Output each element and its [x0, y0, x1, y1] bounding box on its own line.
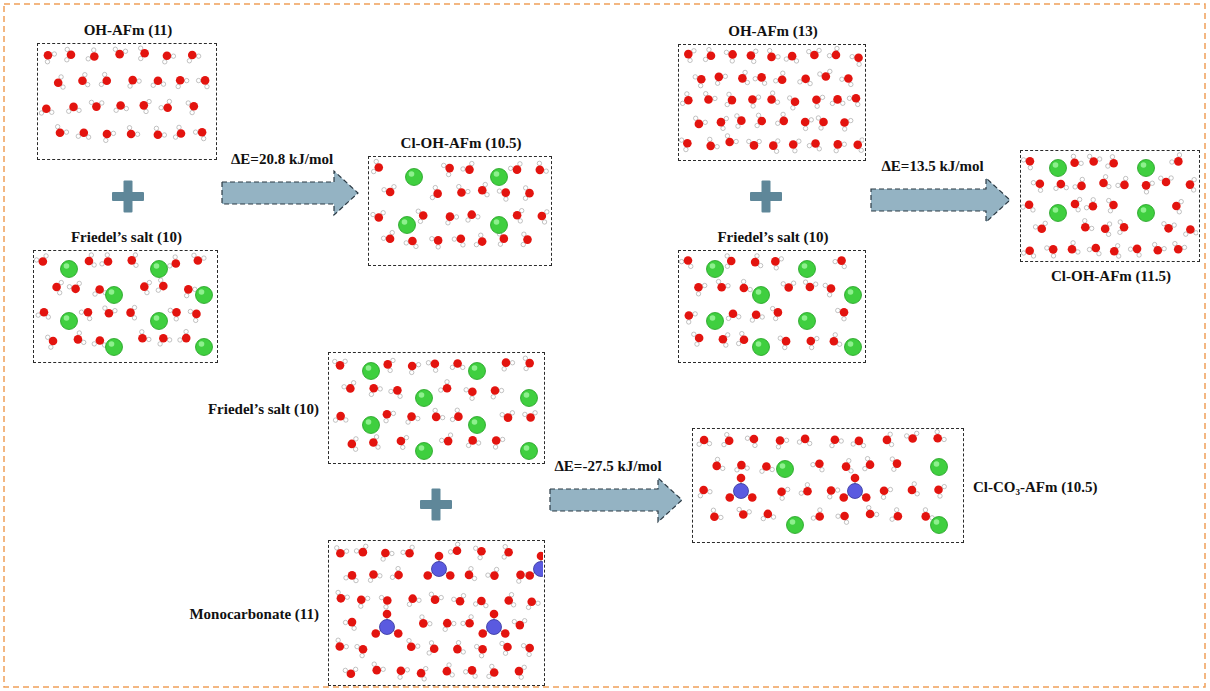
structure-box: Friedel’s salt (10) [328, 352, 545, 464]
structure-box: Friedel’s salt (10) [678, 250, 866, 363]
structure-box: Cl-OH-AFm (10.5) [368, 156, 552, 266]
reaction-arrow [222, 171, 358, 215]
structure-label: Monocarbonate (11) [189, 605, 319, 623]
structure-box: Monocarbonate (11) [328, 540, 545, 686]
molecule-illustration [34, 251, 216, 361]
structure-label: Cl-OH-AFm (10.5) [401, 134, 522, 152]
structure-label: Friedel’s salt (10) [71, 228, 182, 246]
structure-box: Cl-OH-AFm (11.5) [1020, 150, 1200, 262]
molecule-illustration [679, 251, 864, 361]
molecule-illustration [38, 44, 215, 158]
structure-label: Friedel’s salt (10) [717, 228, 828, 246]
molecule-illustration [693, 429, 962, 541]
energy-label: ΔE=-27.5 kJ/mol [552, 457, 663, 475]
molecule-illustration [329, 541, 543, 684]
energy-label: ΔE=13.5 kJ/mol [879, 157, 985, 175]
structure-label: OH-AFm (13) [728, 22, 818, 40]
energy-label: ΔE=20.8 kJ/mol [229, 150, 335, 168]
molecule-illustration [679, 45, 864, 159]
structure-box: OH-AFm (13) [678, 44, 866, 161]
structure-label: Cl-OH-AFm (11.5) [1051, 267, 1171, 285]
structure-box: Cl-CO₃-AFm (10.5) [692, 428, 964, 543]
molecule-illustration [329, 353, 543, 462]
outer-border [4, 4, 1205, 687]
structure-label: OH-AFm (11) [84, 21, 173, 39]
structure-box: Friedel’s salt (10) [33, 250, 218, 363]
structure-box: OH-AFm (11) [37, 43, 217, 160]
reaction-arrow [550, 478, 682, 522]
reaction-arrow [871, 178, 1010, 222]
molecule-illustration [1021, 151, 1198, 260]
structure-label: Friedel’s salt (10) [208, 400, 319, 418]
molecule-illustration [369, 157, 550, 264]
structure-label: Cl-CO₃-AFm (10.5) [973, 478, 1097, 496]
